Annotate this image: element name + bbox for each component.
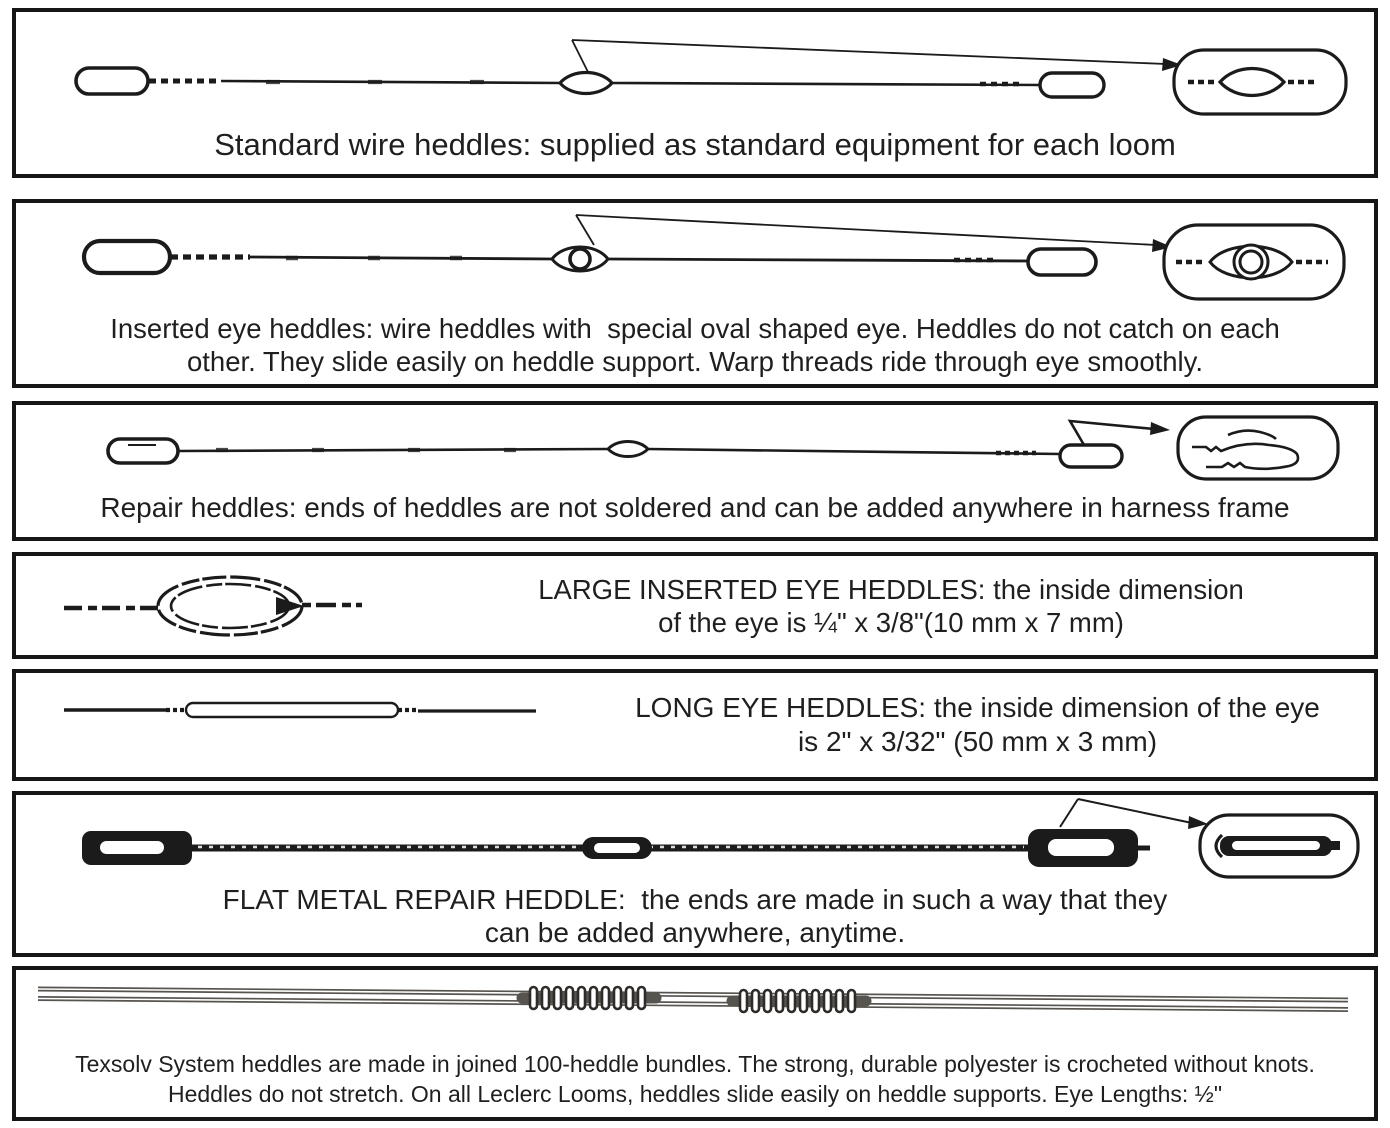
crocheted-eye-section-1: [516, 985, 662, 1011]
crocheted-eye-section-2: [726, 988, 872, 1014]
caption-line: Standard wire heddles: supplied as stand…: [214, 127, 1176, 162]
panel-texsolv-system-heddles: Texsolv System heddles are made in joine…: [12, 966, 1378, 1121]
long-eye: [184, 701, 400, 719]
caption-line: is 2" x 3/32" (50 mm x 3 mm): [797, 726, 1158, 757]
callout-arrow: [1162, 58, 1182, 71]
caption-line: Texsolv System heddles are made in joine…: [75, 1051, 1315, 1077]
panel-long-eye-heddles: LONG EYE HEDDLES: the inside dimension o…: [12, 669, 1378, 781]
panel-large-inserted-eye-heddles: LARGE INSERTED EYE HEDDLES: the inside d…: [12, 552, 1378, 659]
heddle-right-end-loop: [1038, 71, 1106, 99]
caption-line: of the eye is ¼" x 3/8"(10 mm x 7 mm): [658, 606, 1124, 638]
callout-line: [571, 39, 1167, 73]
caption-line: Inserted eye heddles: wire heddles with …: [110, 313, 1280, 344]
panel-standard-wire-heddles: Standard wire heddles: supplied as stand…: [12, 8, 1378, 178]
eye-detail: [1217, 67, 1287, 97]
heddle-left-end-loop: [74, 66, 150, 96]
panel-caption: LONG EYE HEDDLES: the inside dimension o…: [581, 691, 1374, 759]
standard-wire-heddle-drawing: [74, 39, 1348, 116]
flat-metal-heddle-drawing: [82, 798, 1360, 879]
panel-caption: LARGE INSERTED EYE HEDDLES: the inside d…: [408, 573, 1374, 639]
callout-hook: [1067, 419, 1155, 446]
heddle-inserted-eye: [568, 247, 592, 271]
caption-line: can be added anywhere, anytime.: [484, 917, 906, 948]
callout-arrow: [1150, 422, 1170, 435]
heddle-eye: [557, 71, 615, 95]
caption-line: Heddles do not stretch. On all Leclerc L…: [167, 1081, 1222, 1107]
panel-repair-heddles: Repair heddles: ends of heddles are not …: [12, 401, 1378, 541]
callout-arrow: [1188, 816, 1208, 829]
panel-caption: Standard wire heddles: supplied as stand…: [16, 128, 1374, 174]
panel-caption: Repair heddles: ends of heddles are not …: [16, 491, 1374, 537]
eye-detail-inner-ring: [1238, 249, 1264, 275]
heddle-left-end-loop: [81, 238, 173, 276]
callout-line: [575, 214, 1157, 246]
panel-inserted-eye-heddles: Inserted eye heddles: wire heddles with …: [12, 199, 1378, 388]
long-eye-drawing: [64, 701, 536, 719]
panel-caption: Inserted eye heddles: wire heddles with …: [16, 312, 1374, 384]
heddle-eye: [605, 440, 651, 458]
callout-line: [1059, 798, 1193, 828]
repair-heddle-drawing: [106, 415, 1340, 481]
heddle-left-open-end: [106, 437, 180, 465]
caption-line: Repair heddles: ends of heddles are not …: [100, 492, 1290, 523]
callout-arrow: [1152, 239, 1172, 252]
heddle-right-end-loop: [1026, 247, 1098, 277]
open-end-detail: [1192, 442, 1300, 471]
panel-caption: FLAT METAL REPAIR HEDDLE: the ends are m…: [16, 883, 1374, 953]
caption-line: LONG EYE HEDDLES: the inside dimension o…: [635, 692, 1320, 723]
flat-end-detail-hook: [1214, 833, 1224, 859]
texsolv-cords: [37, 986, 1349, 1012]
caption-line: FLAT METAL REPAIR HEDDLE: the ends are m…: [222, 884, 1168, 915]
heddle-right-open-end: [1058, 443, 1124, 469]
large-inserted-eye-drawing: [64, 575, 362, 637]
panel-flat-metal-repair-heddle: FLAT METAL REPAIR HEDDLE: the ends are m…: [12, 791, 1378, 957]
inserted-eye-heddle-drawing: [81, 214, 1346, 301]
open-end-detail-box: [1176, 415, 1340, 481]
texsolv-heddle-drawing: [37, 985, 1349, 1014]
caption-line: other. They slide easily on heddle suppo…: [186, 346, 1204, 377]
panel-caption: Texsolv System heddles are made in joine…: [16, 1049, 1374, 1117]
caption-line: LARGE INSERTED EYE HEDDLES: the inside d…: [538, 573, 1244, 605]
